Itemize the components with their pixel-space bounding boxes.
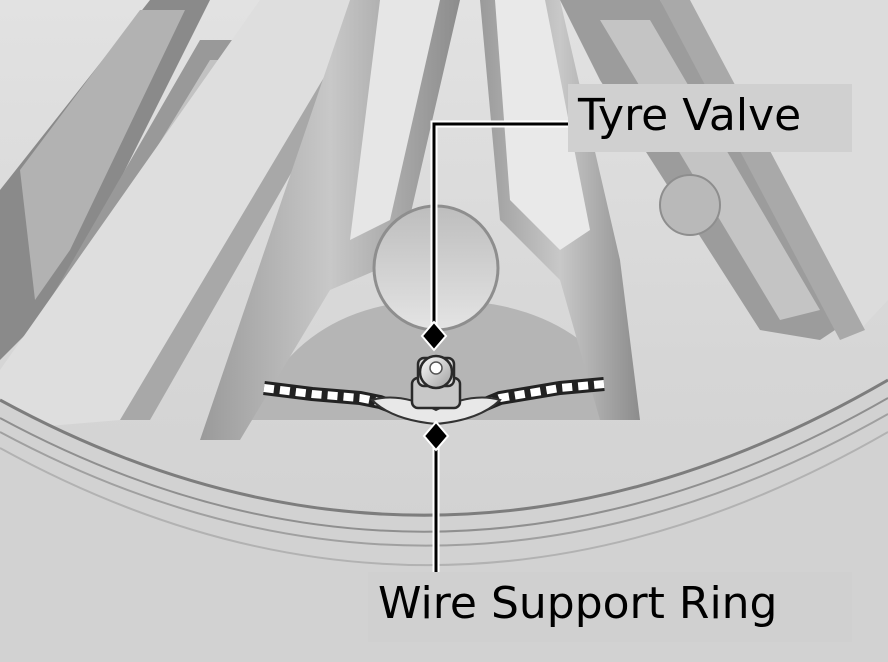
valve-cap-top	[429, 361, 443, 375]
wire-support-ring	[263, 380, 605, 419]
tyre-valve-pointer	[420, 320, 448, 352]
wire-ring-pointer	[422, 420, 450, 452]
spoke-center-left-face	[350, 0, 440, 240]
rim-edge-line-2	[0, 397, 888, 533]
spoke-opening-left-outer-face	[20, 10, 185, 300]
rim-edge-line-4	[0, 431, 888, 567]
rim-edge-line-3	[0, 413, 888, 547]
tyre-valve-leader	[432, 122, 568, 330]
rim-edge-line-1	[0, 378, 888, 517]
tyre-valve-label: Tyre Valve	[568, 84, 852, 152]
wire-support-ring-label: Wire Support Ring	[368, 572, 852, 642]
spoke-left	[0, 0, 370, 430]
lug-boss-right	[659, 174, 721, 236]
